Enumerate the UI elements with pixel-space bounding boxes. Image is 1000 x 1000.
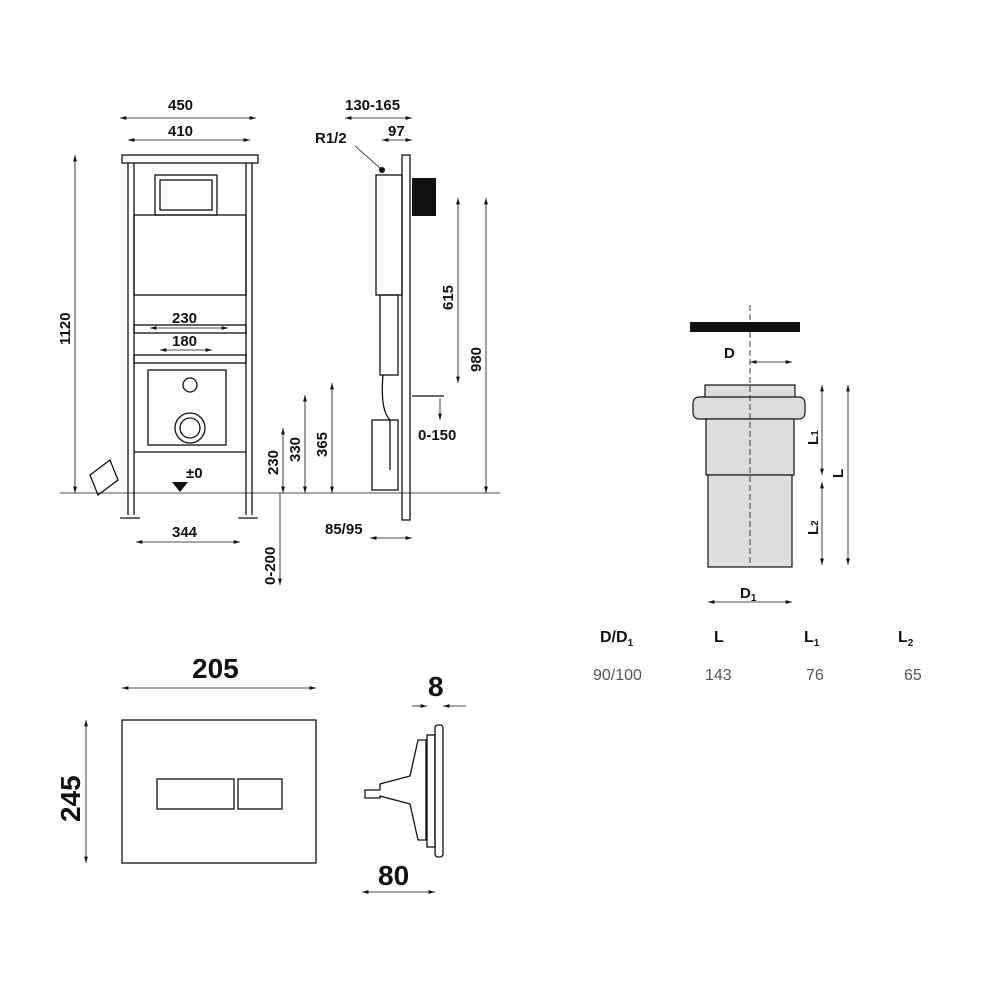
dim-330: 330 xyxy=(287,437,304,462)
pipe-d-label: D xyxy=(724,345,735,362)
front-view-frame: ±0 xyxy=(89,154,259,519)
dim-365: 365 xyxy=(314,432,331,457)
pipe-l-label: L xyxy=(830,469,847,478)
table-header: L xyxy=(714,629,724,646)
dim-8: 8 xyxy=(428,671,444,702)
table-header: L xyxy=(804,629,814,646)
dim-980: 980 xyxy=(468,347,485,372)
dim-230-height: 230 xyxy=(265,450,282,475)
flush-plate-side: 8 80 xyxy=(362,671,466,894)
zero-level-label: ±0 xyxy=(186,465,203,482)
front-dimensions: 450 410 1120 230 180 230 330 365 344 0-2… xyxy=(57,97,500,585)
pipe-d1-label: D xyxy=(740,585,751,602)
dim-97: 97 xyxy=(388,123,405,140)
dim-80: 80 xyxy=(378,860,409,891)
pipe-dimensions: D D1 L1 L2 L xyxy=(708,345,850,604)
table-header: D/D xyxy=(600,629,628,646)
table-cell: 65 xyxy=(904,667,922,684)
svg-text:L2: L2 xyxy=(898,629,914,649)
dim-130-165: 130-165 xyxy=(345,97,400,114)
pipe-adapter xyxy=(690,305,806,568)
dim-410: 410 xyxy=(168,123,193,140)
svg-text:L1: L1 xyxy=(805,430,822,445)
svg-text:D/D1: D/D1 xyxy=(600,629,634,649)
svg-text:L1: L1 xyxy=(804,629,820,649)
dim-450: 450 xyxy=(168,97,193,114)
subscript: 1 xyxy=(751,593,757,604)
subscript: 1 xyxy=(814,638,820,649)
flush-plate-front: 205 245 xyxy=(55,653,317,864)
dim-344: 344 xyxy=(172,524,198,541)
subscript: 1 xyxy=(628,638,634,649)
dimension-table: D/D1 L L1 L2 90/100 143 76 65 xyxy=(593,629,922,684)
dim-615: 615 xyxy=(440,285,457,310)
table-cell: 76 xyxy=(806,667,824,684)
dim-205: 205 xyxy=(192,653,239,684)
side-dimensions: 130-165 97 R1/2 615 980 0-150 85/95 xyxy=(315,97,488,540)
dim-85-95: 85/95 xyxy=(325,521,363,538)
table-cell: 143 xyxy=(705,667,732,684)
subscript: 1 xyxy=(810,430,821,436)
dim-0-150: 0-150 xyxy=(418,427,456,444)
subscript: 2 xyxy=(908,638,914,649)
pipe-l1-label: L xyxy=(805,436,822,445)
dim-180: 180 xyxy=(172,333,197,350)
table-cell: 90/100 xyxy=(593,667,642,684)
dim-230-width: 230 xyxy=(172,310,197,327)
thread-label: R1/2 xyxy=(315,130,347,147)
svg-text:D1: D1 xyxy=(740,585,757,604)
dim-1120: 1120 xyxy=(57,312,74,345)
side-view xyxy=(371,154,444,521)
svg-text:L2: L2 xyxy=(805,520,822,535)
pipe-l2-label: L xyxy=(805,526,822,535)
table-header: L xyxy=(898,629,908,646)
dim-245: 245 xyxy=(55,775,86,822)
subscript: 2 xyxy=(810,520,821,526)
dim-0-200: 0-200 xyxy=(262,547,279,585)
